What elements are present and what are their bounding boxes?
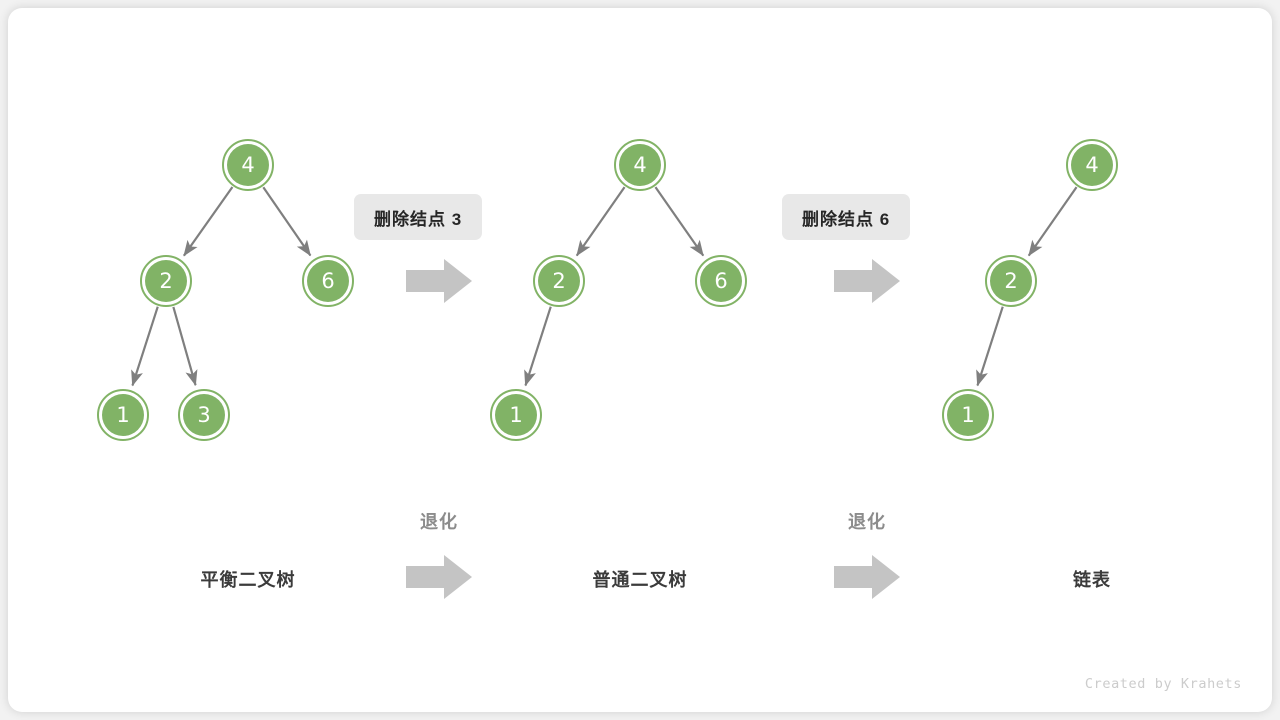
tree-node[interactable]: 6	[302, 255, 354, 307]
tree-node-label: 2	[538, 260, 580, 302]
tree-node-label: 6	[307, 260, 349, 302]
tree-node[interactable]: 2	[533, 255, 585, 307]
figure-card	[8, 8, 1272, 712]
tree-caption-ordinary-binary-tree: 普通二叉树	[592, 570, 688, 590]
tree-node[interactable]: 4	[222, 139, 274, 191]
tree-node[interactable]: 2	[985, 255, 1037, 307]
tree-node-label: 6	[700, 260, 742, 302]
transition-arrow-icon	[834, 554, 900, 600]
tree-caption-linked-list: 链表	[1073, 570, 1111, 590]
tree-node-label: 4	[1071, 144, 1113, 186]
tree-node-label: 4	[619, 144, 661, 186]
transition-arrow-icon	[406, 258, 472, 304]
tree-node-label: 3	[183, 394, 225, 436]
tree-node[interactable]: 3	[178, 389, 230, 441]
tree-node[interactable]: 1	[490, 389, 542, 441]
operation-tag-delete-node-6: 删除结点 6	[782, 194, 911, 240]
tree-node[interactable]: 6	[695, 255, 747, 307]
degrade-label-degrade-1: 退化	[420, 512, 458, 532]
tree-caption-balanced-binary-tree: 平衡二叉树	[200, 570, 296, 590]
transition-arrow-icon	[406, 554, 472, 600]
tree-node[interactable]: 4	[614, 139, 666, 191]
tree-node-label: 1	[495, 394, 537, 436]
watermark: Created by Krahets	[1084, 676, 1242, 692]
tree-node-label: 2	[145, 260, 187, 302]
operation-tag-delete-node-3: 删除结点 3	[354, 194, 483, 240]
tree-node-label: 1	[102, 394, 144, 436]
transition-arrow-icon	[834, 258, 900, 304]
tree-node[interactable]: 1	[97, 389, 149, 441]
tree-node-label: 1	[947, 394, 989, 436]
tree-node-label: 4	[227, 144, 269, 186]
tree-node[interactable]: 4	[1066, 139, 1118, 191]
tree-node-label: 2	[990, 260, 1032, 302]
tree-node[interactable]: 1	[942, 389, 994, 441]
tree-node[interactable]: 2	[140, 255, 192, 307]
degrade-label-degrade-2: 退化	[848, 512, 886, 532]
